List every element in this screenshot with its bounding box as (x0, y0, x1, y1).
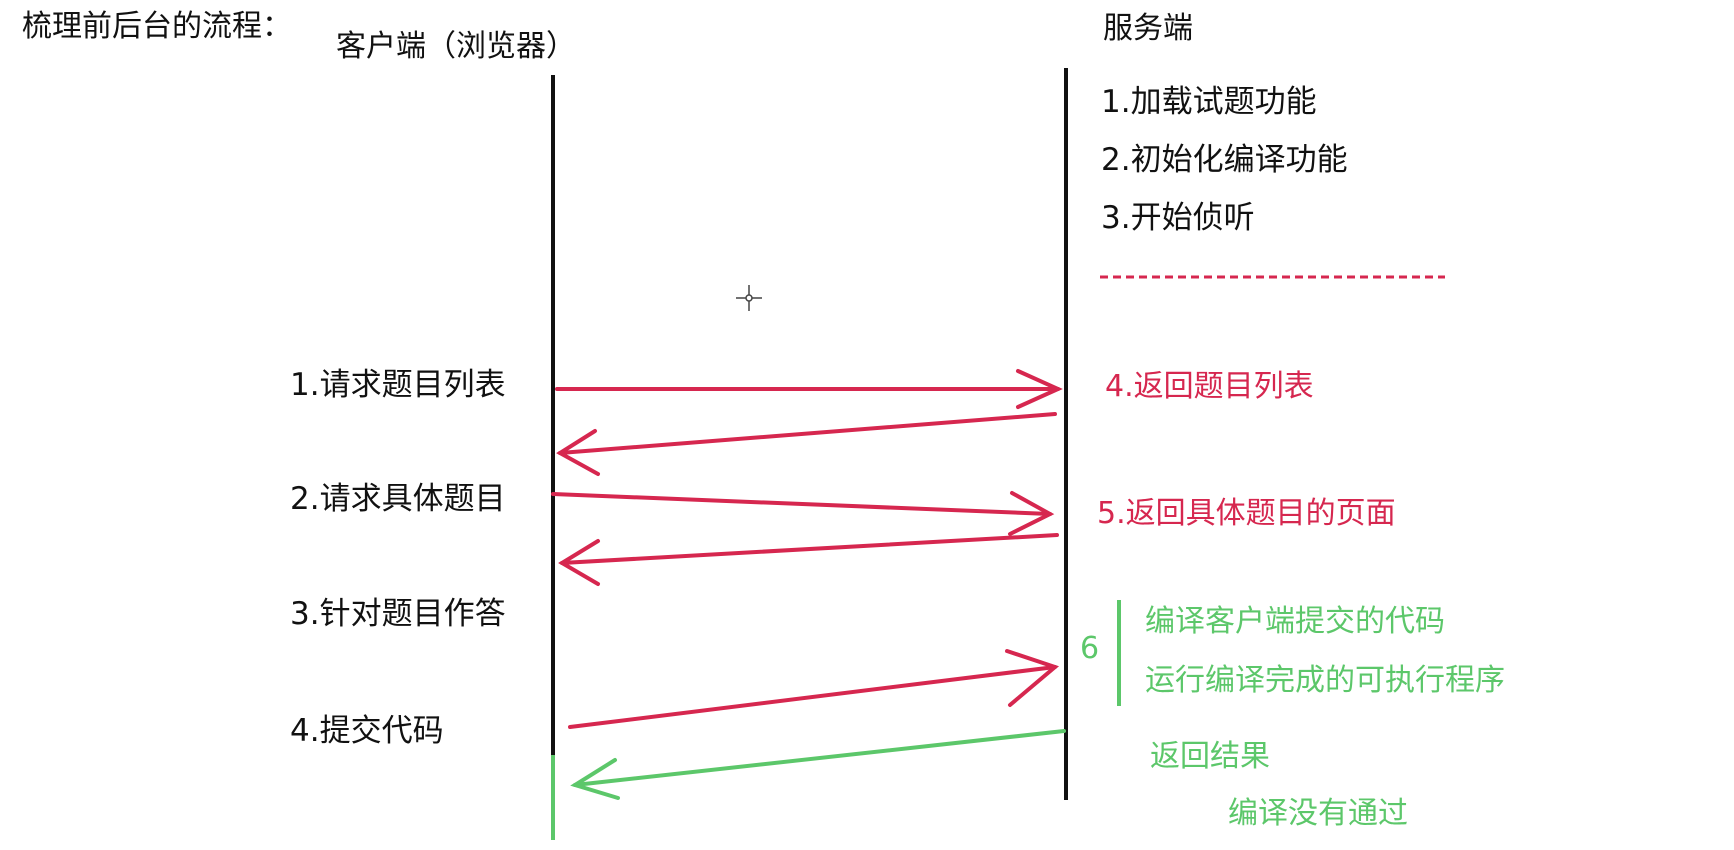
step6-line-1: 编译客户端提交的代码 (1145, 604, 1445, 639)
client-step-3: 3.针对题目作答 (290, 596, 506, 632)
step6-number: 6 (1080, 631, 1100, 666)
page-title: 梳理前后台的流程： (22, 9, 292, 44)
crosshair-cursor-icon (736, 285, 762, 311)
result-note: 编译没有通过 (1228, 796, 1408, 831)
request-list-arrow (555, 369, 1063, 409)
return-result-arrow (570, 729, 1066, 800)
server-init-step-2: 2.初始化编译功能 (1101, 142, 1348, 178)
server-init-step-1: 1.加载试题功能 (1101, 84, 1317, 120)
server-label: 服务端 (1103, 11, 1193, 46)
server-response-list: 4.返回题目列表 (1105, 369, 1314, 404)
client-label: 客户端（浏览器） (336, 29, 576, 64)
server-response-detail: 5.返回具体题目的页面 (1097, 496, 1396, 531)
result-label: 返回结果 (1150, 739, 1270, 774)
request-detail-arrow (551, 491, 1055, 536)
submit-code-arrow (568, 649, 1060, 729)
return-list-arrow (556, 412, 1057, 476)
client-step-4: 4.提交代码 (290, 713, 444, 749)
return-detail-arrow (558, 533, 1059, 586)
client-step-2: 2.请求具体题目 (290, 481, 506, 517)
step6-line-2: 运行编译完成的可执行程序 (1145, 663, 1505, 698)
client-step-1: 1.请求题目列表 (290, 367, 506, 403)
server-init-step-3: 3.开始侦听 (1101, 200, 1255, 236)
